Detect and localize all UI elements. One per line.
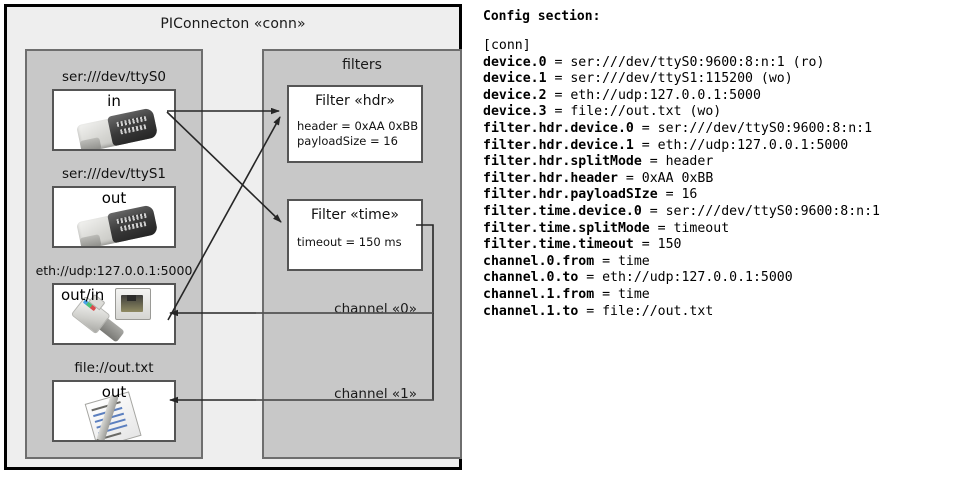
config-body: [conn]device.0 = ser:///dev/ttyS0:9600:8…	[483, 38, 880, 320]
config-line: device.1 = ser:///dev/ttyS1:115200 (wo)	[483, 71, 793, 87]
config-line: filter.hdr.splitMode = header	[483, 154, 714, 170]
device-frame-ttys1: out	[52, 186, 176, 248]
filter-hdr-prop-payload: payloadSize = 16	[297, 134, 398, 148]
config-line: filter.hdr.payloadSIze = 16	[483, 187, 698, 203]
device-node-eth[interactable]: eth://udp:127.0.0.1:5000 out/in	[27, 263, 201, 349]
device-label-ttys0: ser:///dev/ttyS0	[62, 69, 166, 85]
device-label-file: file://out.txt	[74, 360, 154, 376]
device-frame-file: out	[52, 380, 176, 442]
filters-group-title: filters	[342, 57, 382, 73]
config-line: device.0 = ser:///dev/ttyS0:9600:8:n:1 (…	[483, 54, 825, 70]
ethernet-plug-icon	[54, 285, 174, 343]
config-line: channel.1.from = time	[483, 286, 650, 302]
config-line: filter.time.timeout = 150	[483, 237, 682, 253]
config-line: device.3 = file://out.txt (wo)	[483, 104, 722, 120]
component-title: PIConnecton «conn»	[160, 16, 306, 32]
filter-time-title: Filter «time»	[311, 207, 399, 223]
config-heading: Config section:	[483, 9, 601, 24]
device-label-ttys1: ser:///dev/ttyS1	[62, 166, 166, 182]
device-node-ttys0[interactable]: ser:///dev/ttyS0 in	[27, 69, 201, 155]
device-label-eth: eth://udp:127.0.0.1:5000	[35, 263, 193, 278]
config-line: filter.time.device.0 = ser:///dev/ttyS0:…	[483, 203, 880, 219]
filter-time-props: timeout = 150 ms	[297, 235, 402, 250]
device-frame-ttys0: in	[52, 89, 176, 151]
config-line: [conn]	[483, 38, 531, 53]
config-line: filter.hdr.device.1 = eth://udp:127.0.0.…	[483, 137, 849, 153]
filter-hdr-title: Filter «hdr»	[315, 93, 395, 109]
channel-0-label: channel «0»	[334, 301, 417, 317]
device-port-in: in	[107, 92, 121, 110]
device-node-ttys1[interactable]: ser:///dev/ttyS1 out	[27, 166, 201, 252]
device-port-out-file: out	[101, 383, 127, 401]
connector-component-box: PIConnecton «conn» ser:///dev/ttyS0 in	[4, 4, 462, 470]
config-line: device.2 = eth://udp:127.0.0.1:5000	[483, 87, 761, 103]
config-line: filter.hdr.header = 0xAA 0xBB	[483, 170, 714, 186]
config-line: channel.0.to = eth://udp:127.0.0.1:5000	[483, 270, 793, 286]
device-node-file[interactable]: file://out.txt out	[27, 360, 201, 446]
filter-hdr-prop-header: header = 0xAA 0xBB	[297, 119, 419, 133]
filter-node-time[interactable]: Filter «time» timeout = 150 ms	[287, 199, 423, 271]
config-line: filter.time.splitMode = timeout	[483, 220, 730, 236]
config-line: channel.0.from = time	[483, 253, 650, 269]
device-port-out-serial: out	[101, 189, 127, 207]
config-line: channel.1.to = file://out.txt	[483, 303, 714, 319]
config-panel: Config section: [conn]device.0 = ser:///…	[481, 0, 961, 484]
filter-node-hdr[interactable]: Filter «hdr» header = 0xAA 0xBB payloadS…	[287, 85, 423, 163]
devices-group: ser:///dev/ttyS0 in	[25, 49, 203, 459]
channel-1-label: channel «1»	[334, 386, 417, 402]
device-port-outin: out/in	[61, 286, 105, 304]
filter-time-prop-timeout: timeout = 150 ms	[297, 235, 402, 249]
filter-hdr-props: header = 0xAA 0xBB payloadSize = 16	[297, 119, 418, 149]
device-frame-eth: out/in	[52, 283, 176, 345]
config-line: filter.hdr.device.0 = ser:///dev/ttyS0:9…	[483, 120, 873, 136]
